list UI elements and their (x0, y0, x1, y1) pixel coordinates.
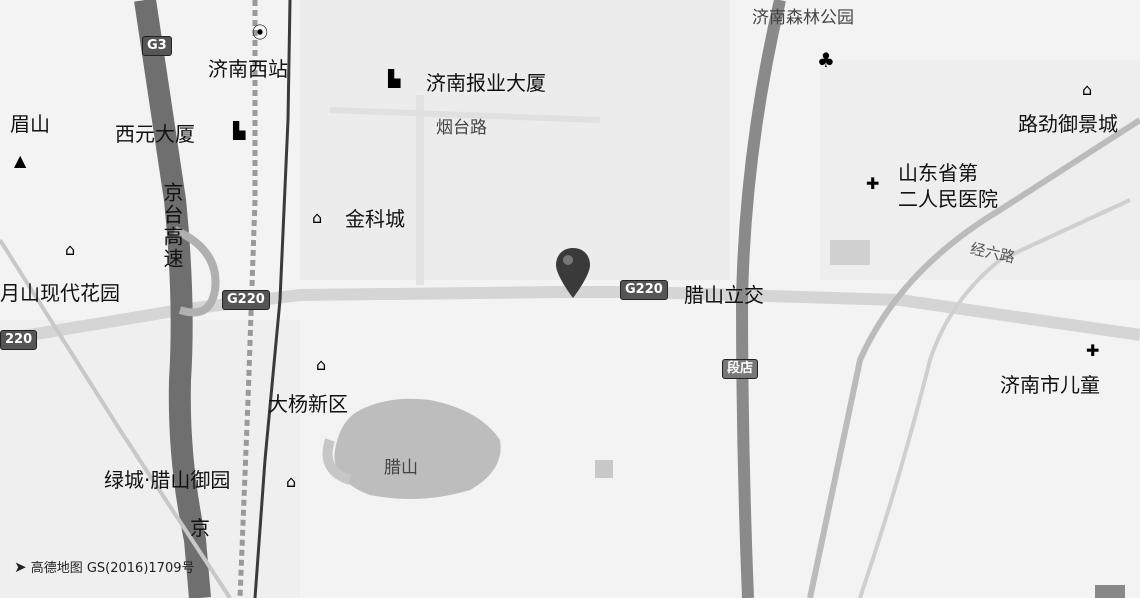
label-lashan-interchange: 腊山立交 (684, 283, 764, 307)
residential-icon[interactable]: ⌂ (1082, 80, 1093, 99)
label-jinan-baoye-tower: 济南报业大厦 (426, 71, 546, 95)
label-shandong-hospital-line2: 二人民医院 (898, 187, 998, 211)
label-yantai-road: 烟台路 (436, 118, 487, 138)
label-lashan: 腊山 (384, 458, 418, 478)
mountain-icon[interactable]: ▲ (14, 151, 27, 170)
lashan-area (334, 398, 501, 499)
residential-icon[interactable]: ⌂ (312, 208, 323, 227)
residential-icon[interactable]: ⌂ (286, 472, 297, 491)
map-copyright: ➤ 高德地图 GS(2016)1709号 (14, 557, 195, 576)
highway-shield-g220-edge: 220 (0, 330, 38, 351)
highway-shield-g220-mid: G220 (620, 280, 668, 301)
hospital-icon[interactable]: ✚ (1086, 341, 1100, 360)
label-jing-partial: 京 (190, 516, 210, 540)
residential-icon[interactable]: ⌂ (316, 355, 327, 374)
label-children-hospital: 济南市儿童 (1000, 373, 1100, 397)
label-forest-park: 济南森林公园 (752, 8, 854, 28)
building-icon[interactable]: ▙ (233, 121, 246, 140)
label-dayang-district: 大杨新区 (268, 392, 348, 416)
copyright-text: 高德地图 GS(2016)1709号 (30, 561, 195, 576)
label-duandian: 段店 (722, 359, 759, 380)
building-icon[interactable]: ▙ (388, 69, 401, 88)
train-station-icon[interactable]: ⦿ (252, 23, 269, 42)
hospital-icon[interactable]: ✚ (866, 174, 880, 193)
location-pin-icon[interactable] (553, 246, 593, 300)
residential-icon[interactable]: ⌂ (65, 240, 76, 259)
label-jingtai-highway: 京台高速 (160, 182, 184, 270)
label-lujin-yujing: 路劲御景城 (1018, 112, 1118, 136)
label-jinke-city: 金科城 (345, 207, 405, 231)
highway-shield-g3: G3 (142, 36, 172, 57)
label-shandong-hospital-line1: 山东省第 (898, 161, 978, 185)
tree-icon[interactable]: ♣ (817, 48, 835, 72)
map-logo-icon: ➤ (14, 558, 27, 576)
highway-shield-g220-left: G220 (222, 290, 270, 311)
label-xiyuan-tower: 西元大厦 (115, 122, 195, 146)
label-mei-shan: 眉山 (10, 112, 50, 136)
label-lashan-garden: 月山现代花园 (0, 281, 120, 305)
label-jinan-west-station: 济南西站 (208, 57, 288, 81)
label-lvcheng-garden: 绿城·腊山御园 (104, 468, 231, 492)
